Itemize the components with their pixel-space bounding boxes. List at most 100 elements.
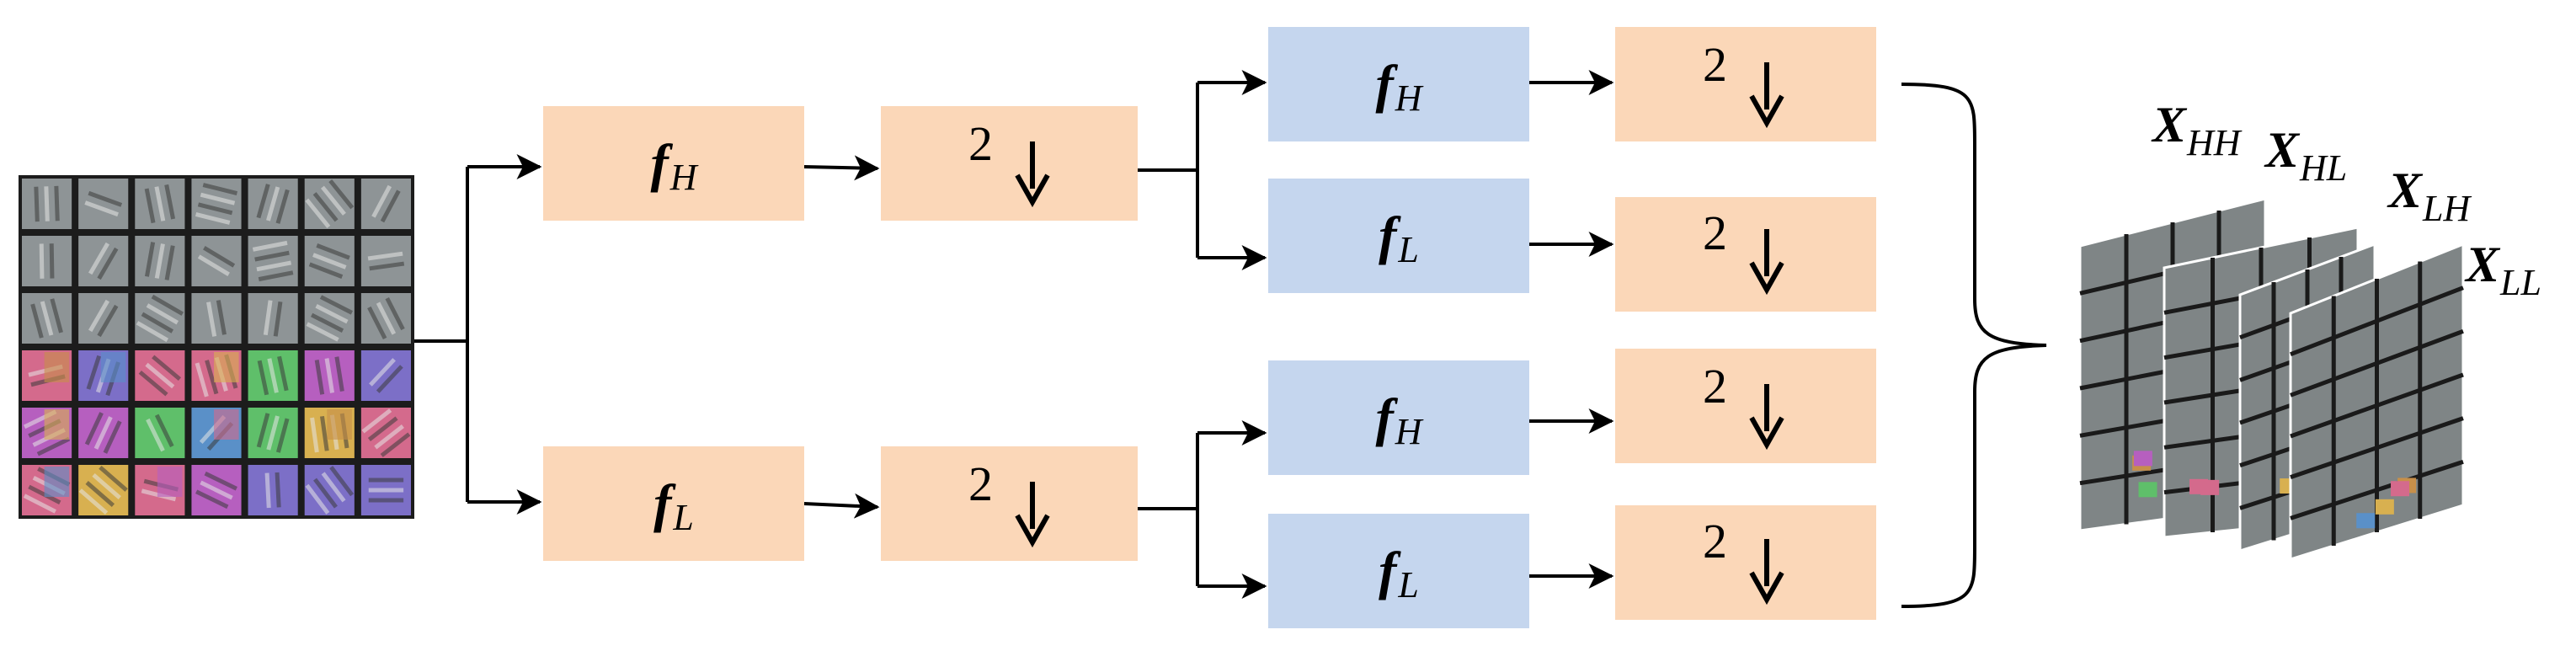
input-filter-stripe	[34, 186, 40, 222]
input-filter-stripe	[263, 300, 273, 336]
input-filter-stripe	[252, 240, 288, 252]
input-filter-cell	[360, 350, 411, 401]
input-filter-stripe	[266, 186, 280, 221]
input-filter-pattern	[263, 300, 283, 337]
down-arrow-head-icon	[1749, 94, 1784, 129]
input-filter-stripe	[141, 312, 174, 334]
input-filter-stripe	[92, 473, 121, 499]
input-filter-pattern	[256, 413, 290, 453]
input-filter-stripe	[99, 465, 128, 492]
output-label-lh: XLH	[2388, 163, 2471, 229]
input-filter-stripe	[97, 247, 119, 280]
input-filter-stripe	[50, 298, 63, 334]
input-filter-stripe	[320, 185, 346, 216]
input-filter-stripe	[204, 471, 237, 491]
input-filter-pattern	[257, 355, 289, 396]
input-filter-stripe	[310, 417, 319, 453]
input-filter-stripe	[329, 466, 355, 497]
input-filter-stripe	[319, 415, 329, 451]
input-filter-stripe	[367, 251, 403, 261]
input-filter-stripe	[164, 184, 176, 220]
input-filter-stripe	[380, 432, 411, 457]
input-filter-pattern	[371, 184, 401, 223]
output-map-gridline	[2290, 416, 2464, 480]
input-filter-stripe	[78, 488, 109, 515]
input-filter-pattern	[264, 472, 281, 509]
input-filter-stripe	[275, 472, 281, 508]
input-filter-stripe	[312, 253, 347, 269]
input-filter-tint	[44, 467, 70, 497]
input-filter-stripe	[319, 295, 354, 315]
input-filter-cell	[22, 236, 72, 286]
input-filter-stripe	[315, 304, 349, 324]
output-map-ll	[2289, 242, 2465, 562]
input-filter-pattern	[306, 295, 354, 342]
output-map-gridline	[2290, 372, 2464, 439]
output-map-color-cell	[2375, 499, 2394, 515]
input-filter-pattern	[84, 412, 122, 454]
input-filter-pattern	[195, 183, 238, 225]
level2-downsample-4-box	[1615, 505, 1876, 620]
input-filter-stripe	[84, 200, 119, 217]
input-filter-cell	[191, 236, 242, 286]
input-filter-stripe	[312, 192, 339, 222]
input-filter-stripe	[334, 356, 344, 392]
input-filter-stripe	[197, 254, 230, 276]
input-filter-stripe	[145, 362, 175, 389]
input-filter-stripe	[197, 202, 233, 216]
input-filter-cell	[78, 293, 129, 344]
input-filter-stripe	[316, 243, 350, 260]
input-filter-stripe	[200, 192, 236, 205]
input-filter-stripe	[23, 494, 56, 514]
input-filter-stripe	[273, 301, 283, 337]
input-filter-stripe	[369, 261, 405, 271]
input-filter-stripe	[49, 243, 55, 279]
input-filter-stripe	[86, 355, 102, 390]
input-filter-pattern	[206, 300, 227, 337]
input-filter-pattern	[39, 243, 55, 279]
input-filter-cell	[360, 179, 411, 229]
level1-highpass-box	[543, 106, 804, 221]
input-filter-cell	[304, 179, 355, 229]
input-filter-stripe	[54, 185, 60, 221]
input-filter-stripe	[310, 312, 344, 333]
input-filter-stripe	[321, 472, 346, 503]
input-filter-cell	[248, 465, 298, 515]
input-filter-stripe	[84, 412, 104, 446]
input-filter-stripe	[275, 418, 290, 453]
input-filter-pattern	[369, 358, 403, 393]
input-filter-stripe	[40, 301, 54, 336]
input-filter-stripe	[146, 303, 179, 325]
input-filter-stripe	[151, 294, 184, 316]
input-filter-stripe	[258, 270, 294, 282]
level2-downsample-1-label: 2	[1703, 37, 1727, 92]
input-filter-stripe	[202, 183, 238, 195]
input-filter-pattern	[252, 240, 294, 282]
input-filter-stripe	[264, 472, 271, 509]
down-arrow-head-icon	[1015, 514, 1050, 548]
input-filter-stripe	[88, 190, 123, 207]
input-filter-stripe	[308, 262, 344, 279]
input-filter-stripe	[380, 189, 401, 223]
output-map-color-cell	[2356, 513, 2376, 529]
input-filter-stripe	[138, 370, 168, 397]
input-filter-pattern	[256, 184, 290, 224]
input-filter-stripe	[376, 301, 397, 335]
output-label-hl: XHL	[2265, 122, 2348, 189]
level2-downsample-2-label: 2	[1703, 205, 1727, 260]
level2-downsample-1-box	[1615, 27, 1876, 141]
level2-filter-2-box	[1268, 179, 1529, 293]
down-arrow-head-icon	[1749, 571, 1784, 606]
output-map-gridline	[2290, 285, 2464, 356]
input-filter-cell	[78, 236, 129, 286]
input-filter-tint	[157, 467, 183, 497]
input-filter-stripe	[267, 358, 279, 393]
input-filter-cell	[135, 408, 185, 458]
input-filter-pattern	[361, 408, 411, 457]
input-filter-pattern	[368, 478, 404, 503]
input-filter-stripe	[305, 198, 331, 228]
